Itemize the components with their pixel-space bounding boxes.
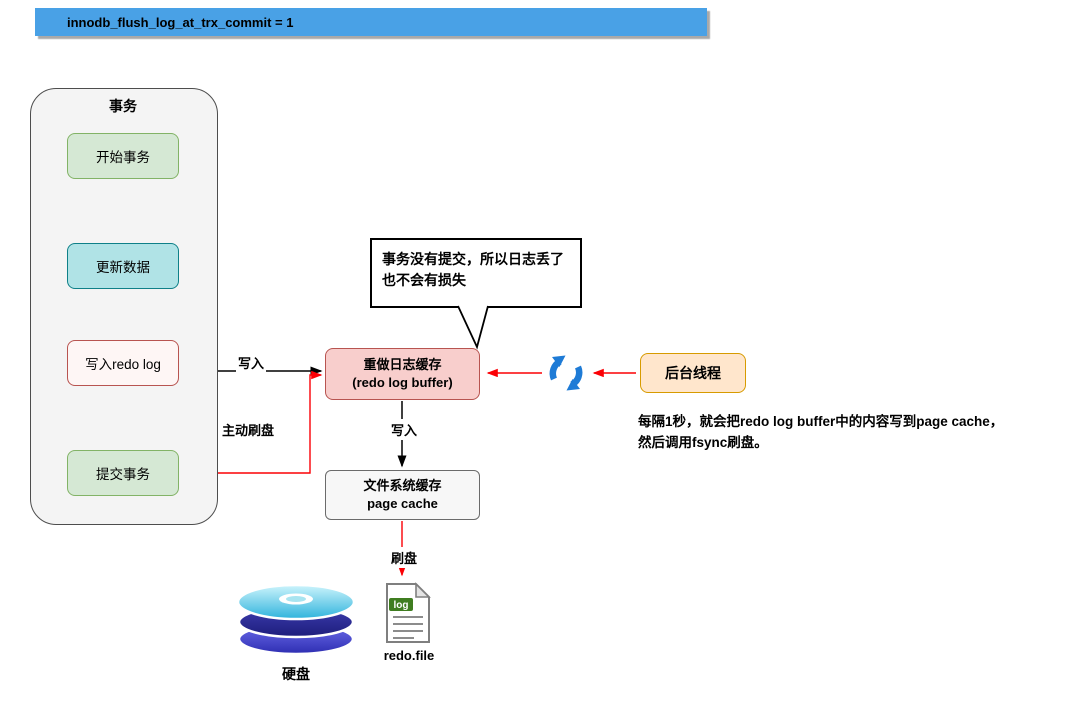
redo-log-buffer-node: 重做日志缓存 (redo log buffer) xyxy=(325,348,480,400)
step-commit-transaction: 提交事务 xyxy=(67,450,179,496)
banner-label: innodb_flush_log_at_trx_commit = 1 xyxy=(67,14,294,30)
step-label: 开始事务 xyxy=(96,150,150,165)
step-update-data: 更新数据 xyxy=(67,243,179,289)
sync-icon xyxy=(549,355,583,391)
callout-line: 也不会有损失 xyxy=(382,272,466,288)
disk-icon xyxy=(236,583,356,656)
redo-file-badge-label: log xyxy=(394,600,409,611)
annotation-note-line: 每隔1秒，就会把redo log buffer中的内容写到page cache， xyxy=(638,414,1004,429)
redo-file-label: redo.file xyxy=(383,648,435,663)
redo-file-icon: log xyxy=(386,582,431,643)
callout-tail-border xyxy=(457,305,489,350)
background-thread-label: 后台线程 xyxy=(665,364,721,381)
step-label: 提交事务 xyxy=(96,467,150,482)
redo-file-badge xyxy=(389,598,413,611)
edge-label-manual-flush: 主动刷盘 xyxy=(220,419,277,440)
edge-label-write-to-page-cache: 写入 xyxy=(379,419,429,440)
edge-label-write-to-buffer: 写入 xyxy=(236,352,267,373)
transaction-group-title: 事务 xyxy=(109,98,137,114)
step-begin-transaction: 开始事务 xyxy=(67,133,179,179)
annotation-note: 每隔1秒，就会把redo log buffer中的内容写到page cache，… xyxy=(638,412,1078,454)
callout-bubble: 事务没有提交，所以日志丢了 也不会有损失 xyxy=(370,238,582,308)
page-cache-node: 文件系统缓存 page cache xyxy=(325,470,480,520)
title-banner: innodb_flush_log_at_trx_commit = 1 xyxy=(35,8,707,36)
step-label: 写入redo log xyxy=(85,357,161,372)
callout-line: 事务没有提交，所以日志丢了 xyxy=(382,251,564,267)
redo-log-buffer-title: 重做日志缓存 xyxy=(363,357,442,373)
callout-tail xyxy=(457,305,489,350)
disk-label: 硬盘 xyxy=(282,666,310,682)
annotation-note-line: 然后调用fsync刷盘。 xyxy=(638,434,768,450)
page-cache-title: 文件系统缓存 xyxy=(363,478,442,494)
background-thread-node: 后台线程 xyxy=(640,353,746,393)
page-cache-subtitle: page cache xyxy=(367,496,438,511)
arrow-commit-manual-flush xyxy=(181,370,323,474)
redo-log-buffer-subtitle: (redo log buffer) xyxy=(352,375,453,390)
step-write-redo-log: 写入redo log xyxy=(67,340,179,386)
step-label: 更新数据 xyxy=(96,260,150,275)
edge-label-flush-to-disk: 刷盘 xyxy=(379,547,429,568)
callout-tail-shape xyxy=(458,305,488,347)
